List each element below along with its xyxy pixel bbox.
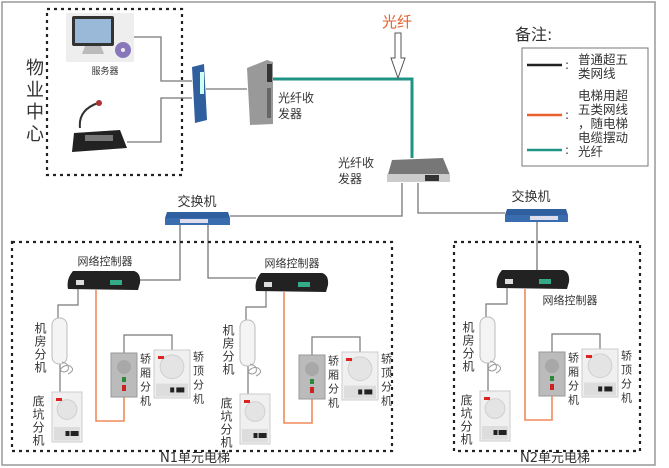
fiber-transceiver-2-icon xyxy=(387,158,450,182)
elevator-intercom-group: 网络控制器 xyxy=(239,256,379,445)
switch-2-icon xyxy=(505,209,568,222)
car-top-speaker-icon xyxy=(153,349,191,399)
car-label: 轿厢分机 xyxy=(566,352,580,408)
car-intercom-panel-icon xyxy=(110,352,138,398)
pit-speaker-icon xyxy=(51,391,83,443)
legend-colon: : xyxy=(565,143,569,157)
legend-colon: : xyxy=(565,108,569,122)
unit-n2-box xyxy=(452,240,642,453)
car-label: 轿厢分机 xyxy=(138,353,152,409)
unit-n1-label: N1单元电梯 xyxy=(160,451,230,466)
legend-text: 光纤 xyxy=(578,144,604,159)
handset-icon xyxy=(479,316,502,374)
machine-room-label: 机房分机 xyxy=(461,321,475,373)
machine-room-label: 机房分机 xyxy=(33,322,47,374)
legend-text: 电梯用超 xyxy=(578,88,629,103)
car-top-label: 轿顶分机 xyxy=(619,350,633,406)
fiber-transceiver-label-2: 发器 xyxy=(278,106,302,121)
property-center-box xyxy=(45,7,184,177)
fiber-transceiver-label: 光纤收 xyxy=(278,91,314,105)
switch-icon xyxy=(192,64,207,123)
machine-room-cable xyxy=(57,289,79,318)
pit-label: 底坑分机 xyxy=(459,394,473,446)
pit-label: 底坑分机 xyxy=(219,397,233,449)
handset-icon xyxy=(51,317,74,375)
handset-icon xyxy=(239,319,262,377)
console-cable xyxy=(127,97,192,143)
legend-text: ，随电梯 xyxy=(578,116,628,131)
switch-1-icon xyxy=(165,212,230,225)
fiber-transceiver-icon xyxy=(247,60,273,125)
legend-colon: : xyxy=(565,58,569,72)
network-controller-label: 网络控制器 xyxy=(78,254,133,268)
machine-room-cable xyxy=(245,291,267,320)
car-top-label: 轿顶分机 xyxy=(379,353,393,409)
switch-2-label: 交换机 xyxy=(511,189,550,205)
elevator-cable xyxy=(95,290,125,422)
elevator-cable xyxy=(283,292,313,424)
legend-text: 类网线 xyxy=(578,66,616,81)
car-intercom-panel-icon xyxy=(538,351,566,397)
pit-speaker-icon xyxy=(239,393,271,445)
fiber-line xyxy=(273,77,414,158)
fiber-callout-label: 光纤 xyxy=(382,13,412,31)
microphone-console-icon xyxy=(72,100,127,152)
server-icon xyxy=(66,13,134,62)
legend-box xyxy=(521,47,649,167)
switch-controller1-cable xyxy=(140,225,181,281)
legend-text: 五类网线 xyxy=(578,102,629,117)
machine-room-label: 机房分机 xyxy=(221,324,235,376)
pit-label: 底坑分机 xyxy=(31,395,45,447)
elevator-intercom-group: 网络控制器 xyxy=(479,270,619,442)
unit-n2-label: N2单元电梯 xyxy=(520,451,590,466)
legend-text: 电缆摆动 xyxy=(578,130,628,145)
car-top-label: 轿顶分机 xyxy=(191,351,205,407)
legend-item: : 光纤 xyxy=(527,143,604,159)
unit-n1-box xyxy=(10,240,394,453)
machine-room-cable xyxy=(485,288,508,317)
network-controller-label: 网络控制器 xyxy=(265,256,320,270)
network-controller-label: 网络控制器 xyxy=(543,293,598,307)
legend-title: 备注: xyxy=(515,25,552,44)
car-cable xyxy=(311,336,361,355)
legend-text: 普通超五 xyxy=(578,52,628,67)
server-cable xyxy=(134,36,192,82)
car-cable xyxy=(551,333,601,352)
car-top-speaker-icon xyxy=(341,351,379,401)
arrow-down-icon xyxy=(390,32,406,80)
car-label: 轿厢分机 xyxy=(326,355,340,411)
server-label: 服务器 xyxy=(91,65,118,77)
elevator-intercom-group: 网络控制器 xyxy=(51,254,191,443)
fiber-transceiver-2-label: 光纤收 xyxy=(338,156,374,170)
network-controller-icon xyxy=(255,273,329,292)
pit-speaker-icon xyxy=(479,390,511,442)
property-center-label: 物业中心 xyxy=(23,58,44,146)
car-intercom-panel-icon xyxy=(298,354,326,400)
switch2-transceiver-cable xyxy=(417,183,505,214)
network-controller-icon xyxy=(67,271,141,290)
switch1-transceiver-cable xyxy=(230,183,403,217)
switch-1-label: 交换机 xyxy=(177,194,216,210)
fiber-transceiver-2-label-2: 发器 xyxy=(338,171,362,186)
car-top-speaker-icon xyxy=(581,348,619,398)
network-controller-icon xyxy=(496,270,570,289)
car-cable xyxy=(123,334,173,353)
elevator-cable xyxy=(524,289,553,421)
